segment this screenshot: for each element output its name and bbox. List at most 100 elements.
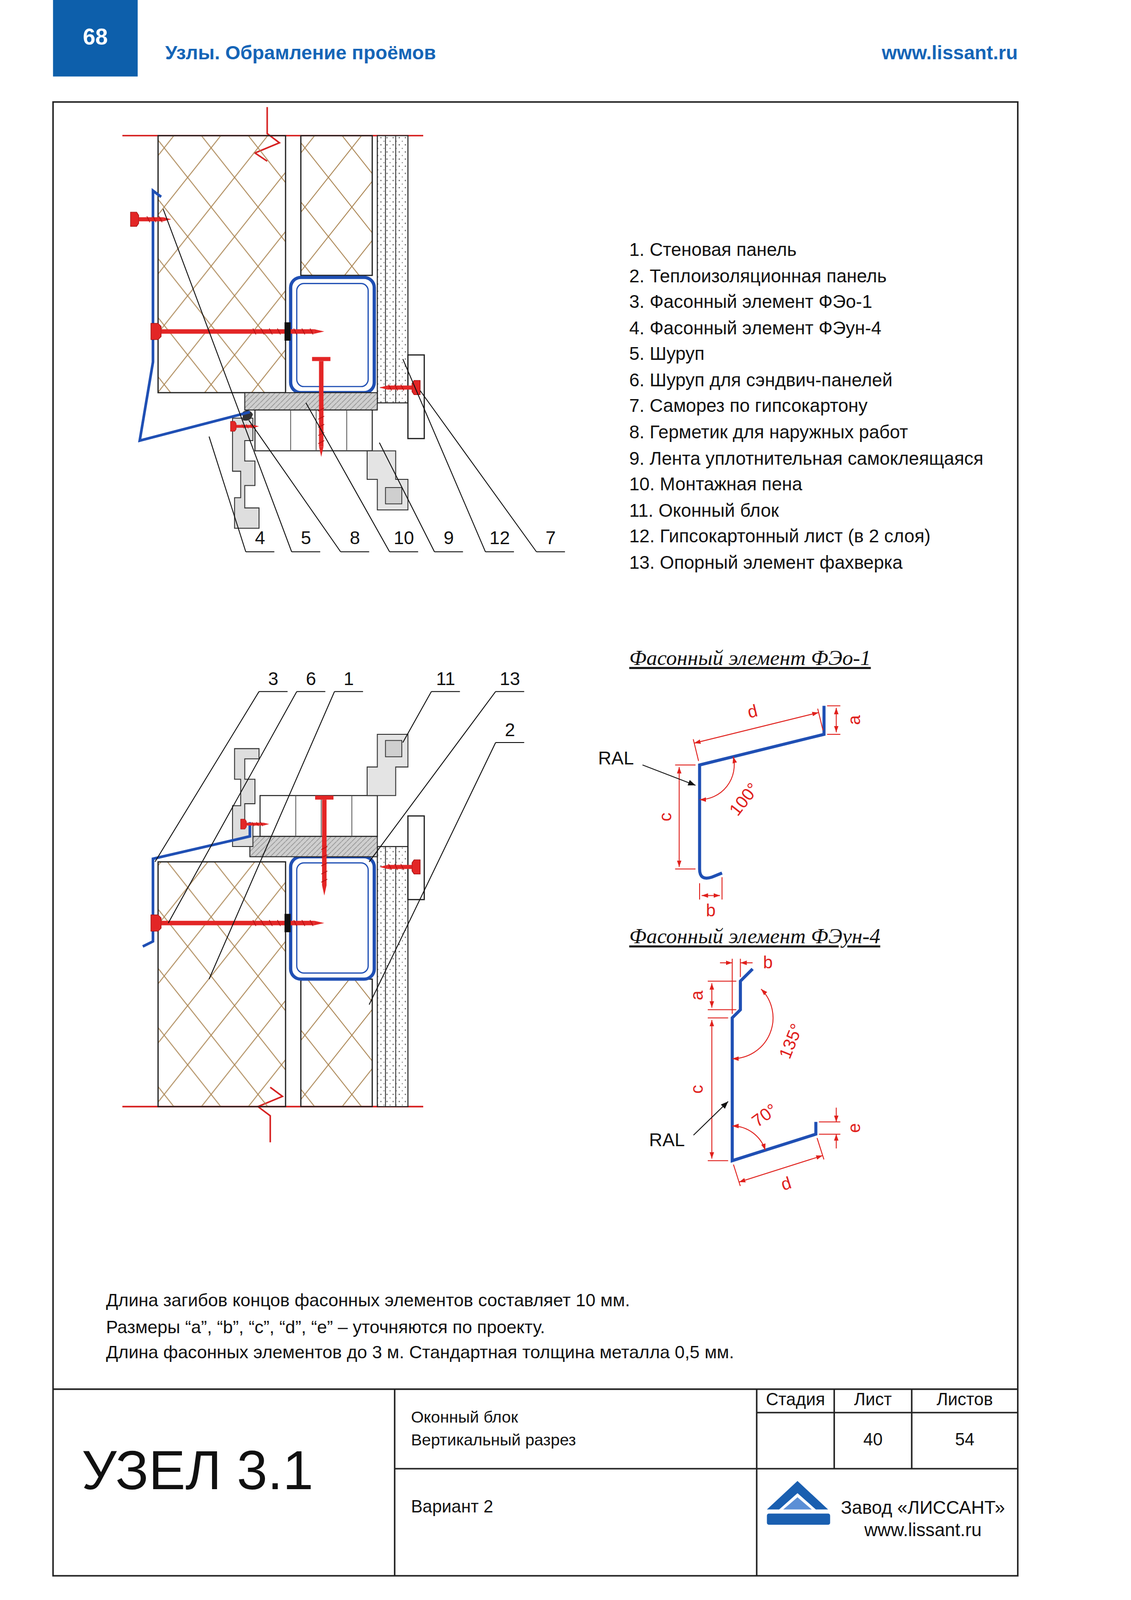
drawing-path (367, 734, 408, 796)
legend-item: 11. Оконный блок (629, 500, 779, 522)
drawing-path (385, 135, 396, 403)
drawing-path (402, 358, 514, 552)
column-header: Стадия (765, 1390, 825, 1412)
profile-heading: Фасонный элемент ФЭо-1 (629, 645, 872, 670)
drawing-rect (284, 913, 291, 933)
legend-item: 7. Саморез по гипсокартону (629, 395, 868, 417)
legend-item: 12. Гипсокартонный лист (в 2 слоя) (629, 526, 931, 548)
dimension-label: b (762, 952, 773, 973)
legend-item: 4. Фасонный элемент ФЭун-4 (629, 317, 882, 339)
title-block-header-cell: Стадия (756, 1389, 835, 1413)
callout-number: 6 (306, 668, 317, 690)
drawing-path (699, 876, 722, 900)
dimension-label: d (745, 700, 760, 723)
drawing-path (720, 962, 733, 964)
page-title: Узлы. Обрамление проёмов (165, 41, 436, 65)
drawing-rect (296, 283, 369, 387)
section-bottom-detail (122, 734, 425, 1142)
callout-number: 2 (504, 719, 515, 741)
angle-label: 100° (725, 779, 764, 820)
drawing-path (707, 1017, 729, 1161)
legend-item: 3. Фасонный элемент ФЭо-1 (629, 291, 873, 313)
drawing-rect (385, 740, 402, 757)
drawing-path (379, 442, 463, 552)
company-text: www.lissant.ru (864, 1519, 982, 1541)
drawing-rect (296, 862, 369, 974)
sheet-cell: 40 (834, 1412, 912, 1469)
drawing-path (369, 742, 525, 1005)
drawing-path (835, 707, 837, 733)
drawing-path (835, 1107, 837, 1122)
drawing-rect (249, 836, 378, 857)
legend-item: 9. Лента уплотнительная самоклеящаяся (629, 447, 984, 469)
drawing-rect (244, 392, 378, 410)
callout-number: 13 (499, 668, 521, 690)
drawing-use (240, 819, 270, 830)
legend-item: 1. Стеновая панель (629, 239, 797, 261)
drawing-rect (158, 861, 286, 1107)
drawing-path (385, 846, 396, 1107)
callout-number: 1 (343, 668, 354, 690)
drawing-use (379, 859, 421, 874)
legend-item: 6. Шуруп для сэндвич-панелей (629, 369, 893, 391)
drawing-path (52, 1389, 1018, 1576)
callout-number: 9 (443, 528, 454, 550)
variant-text: Вариант 2 (410, 1497, 493, 1519)
column-header: Лист (854, 1390, 893, 1412)
callout-number: 10 (393, 528, 415, 550)
sheet-count-cell: 54 (911, 1412, 1018, 1469)
drawing-path (306, 402, 419, 552)
drawing-name: Оконный блок Вертикальный разрез (410, 1406, 615, 1452)
drawing-path (732, 968, 816, 1161)
drawing-path (711, 983, 713, 1008)
drawing-rect (300, 135, 373, 275)
company-text: Завод «ЛИССАНТ» (840, 1497, 1006, 1520)
variant-cell: Вариант 2 (394, 1468, 757, 1576)
dimension-label: a (687, 990, 708, 1001)
drawing-path (701, 894, 721, 896)
callout-number: 11 (435, 668, 456, 690)
drawing-path (402, 691, 460, 743)
dimension-label: d (778, 1173, 794, 1196)
drawing-use (150, 323, 325, 340)
drawing-rect (377, 846, 408, 1107)
drawing-rect (767, 1513, 831, 1526)
legend-item: 10. Монтажная пена (629, 474, 803, 496)
page-number-box: 68 (52, 0, 138, 77)
drawing-g (674, 705, 841, 900)
drawing-path (163, 208, 321, 552)
drawing-path (732, 958, 741, 1014)
legend-item: 2. Теплоизоляционная панель (629, 265, 888, 287)
drawing-path (835, 1134, 837, 1149)
drawing-path (732, 988, 774, 1059)
drawing-rect (290, 277, 374, 393)
drawing-path (369, 691, 525, 862)
drawing-path (208, 436, 275, 552)
drawing-path (642, 764, 696, 786)
leader-lines-bottom (155, 691, 525, 1005)
section-top-detail (122, 107, 425, 529)
drawing-path (208, 691, 364, 980)
dimension-label: e (844, 1123, 865, 1133)
drawing-path (420, 390, 566, 552)
title-block-header-cell: Лист (834, 1389, 912, 1413)
drawing-path (168, 691, 326, 924)
drawing-rect (158, 135, 286, 393)
drawing-use (150, 914, 325, 932)
callout-number: 12 (489, 528, 510, 550)
profile-heading: Фасонный элемент ФЭун-4 (629, 923, 881, 949)
callout-number: 5 (300, 528, 312, 550)
drawing-rect (407, 815, 425, 900)
drawing-path (699, 705, 825, 878)
header-url: www.lissant.ru (881, 41, 1018, 65)
legend-item: 8. Герметик для наружных работ (629, 421, 908, 443)
drawing-rect (52, 102, 1018, 1576)
drawing-path (155, 691, 288, 862)
drawing-path (249, 420, 370, 552)
title-block-header-cell: Листов (911, 1389, 1018, 1413)
column-header: Листов (936, 1390, 994, 1412)
drawing-rect (259, 795, 378, 836)
drawing-path (827, 705, 841, 735)
